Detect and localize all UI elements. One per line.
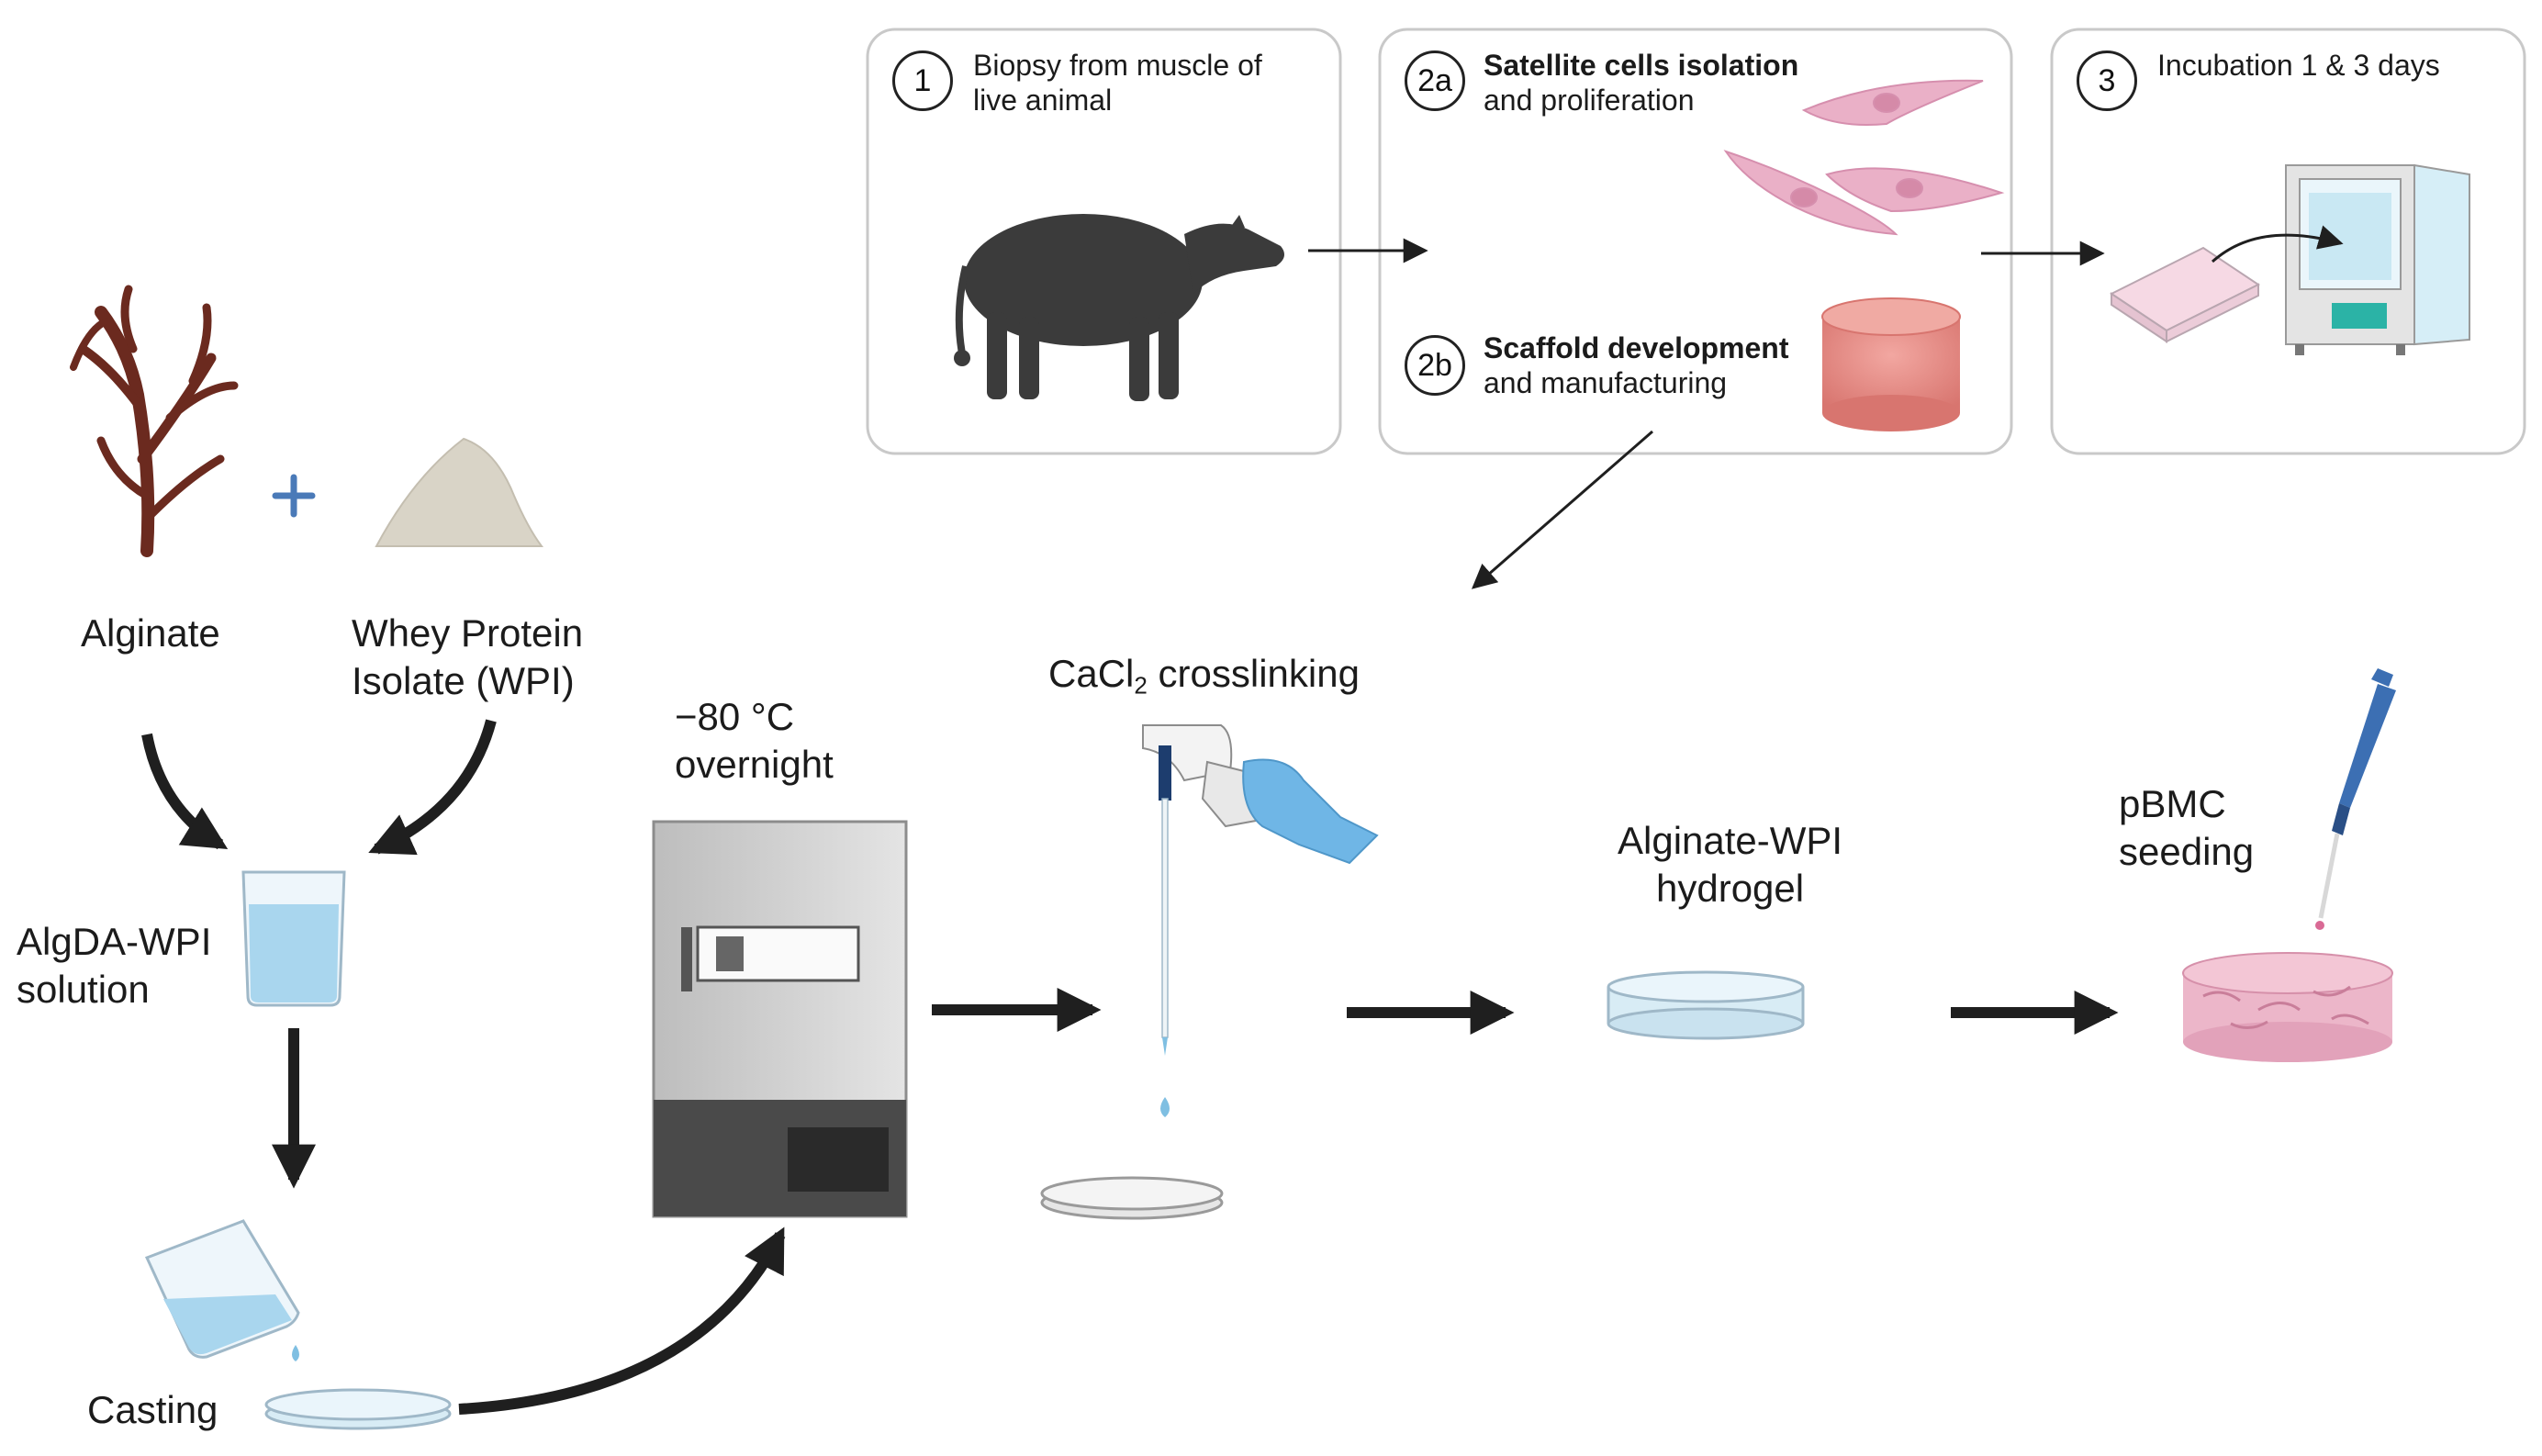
incubator-icon: [2285, 163, 2470, 355]
casting-dish-icon: [264, 1388, 452, 1430]
crosslink-dish-icon: [1040, 1176, 1224, 1220]
alginate-label: Alginate: [81, 611, 220, 655]
step-2a-label: Satellite cells isolation and proliferat…: [1484, 48, 1798, 118]
plate-to-incubator-arrow: [2211, 225, 2344, 263]
well-plate-icon: [2110, 246, 2260, 343]
step-1-line-2: live animal: [973, 84, 1113, 117]
step-1-label: Biopsy from muscle of live animal: [973, 48, 1262, 118]
seaweed-icon: [70, 285, 239, 557]
freeze-line-2: overnight: [675, 743, 834, 786]
hydrogel-label: Alginate-WPI hydrogel: [1618, 817, 1842, 913]
arrow-wpi-to-solution: [368, 719, 497, 856]
crosslink-subscript: 2: [1134, 671, 1148, 700]
step-2b-title: Scaffold development: [1484, 331, 1789, 364]
arrow-alginate-to-solution: [141, 733, 229, 850]
hydrogel-line-1: Alginate-WPI: [1618, 819, 1843, 862]
powder-icon: [375, 437, 543, 547]
hydrogel-icon: [1607, 970, 1805, 1040]
crosslink-formula: CaCl: [1048, 652, 1135, 695]
plus-icon: [272, 474, 316, 518]
arrow-scaffold-to-process: [1471, 430, 1653, 589]
solution-line-1: AlgDA-WPI: [17, 920, 212, 963]
seeding-line-2: seeding: [2119, 830, 2255, 873]
step-1-badge: 1: [892, 50, 953, 111]
step-3-badge: 3: [2077, 50, 2137, 111]
beaker-icon: [241, 870, 346, 1007]
crosslink-word: crosslinking: [1147, 652, 1360, 695]
wpi-line-1: Whey Protein: [352, 611, 584, 655]
step-1-line-1: Biopsy from muscle of: [973, 49, 1262, 82]
step-3-line-1: Incubation 1 & 3 days: [2157, 49, 2440, 82]
freeze-line-1: −80 °C: [675, 695, 795, 738]
micropipette-icon: [2315, 668, 2396, 930]
step-2b-badge: 2b: [1405, 335, 1465, 396]
arrow-casting-to-freezer: [458, 1226, 786, 1415]
hydrogel-line-2: hydrogel: [1655, 867, 1805, 910]
wpi-label: Whey Protein Isolate (WPI): [352, 610, 583, 705]
solution-label: AlgDA-WPI solution: [17, 918, 211, 1014]
cow-icon: [954, 214, 1284, 401]
seeding-label: pBMC seeding: [2119, 780, 2254, 876]
wpi-line-2: Isolate (WPI): [352, 659, 575, 702]
pipette-controller-icon: [1142, 724, 1379, 1117]
step-2a-subtitle: and proliferation: [1484, 84, 1695, 117]
casting-label: Casting: [87, 1388, 218, 1431]
pouring-beaker-icon: [144, 1219, 300, 1361]
seeding-line-1: pBMC: [2119, 782, 2226, 825]
step-2a-title: Satellite cells isolation: [1484, 49, 1799, 82]
step-3-label: Incubation 1 & 3 days: [2157, 48, 2440, 83]
step-2a-badge: 2a: [1405, 50, 1465, 111]
satellite-cells-icon: [1723, 79, 2005, 236]
step-2b-label: Scaffold development and manufacturing: [1484, 330, 1789, 400]
scaffold-icon: [1821, 297, 1961, 431]
freezer-icon: [652, 820, 908, 1218]
step-2b-subtitle: and manufacturing: [1484, 366, 1728, 399]
crosslinking-label: CaCl2 crosslinking: [1048, 650, 1360, 698]
seeded-scaffold-icon: [2182, 952, 2393, 1062]
solution-line-2: solution: [17, 968, 150, 1011]
freeze-label: −80 °C overnight: [675, 693, 834, 789]
